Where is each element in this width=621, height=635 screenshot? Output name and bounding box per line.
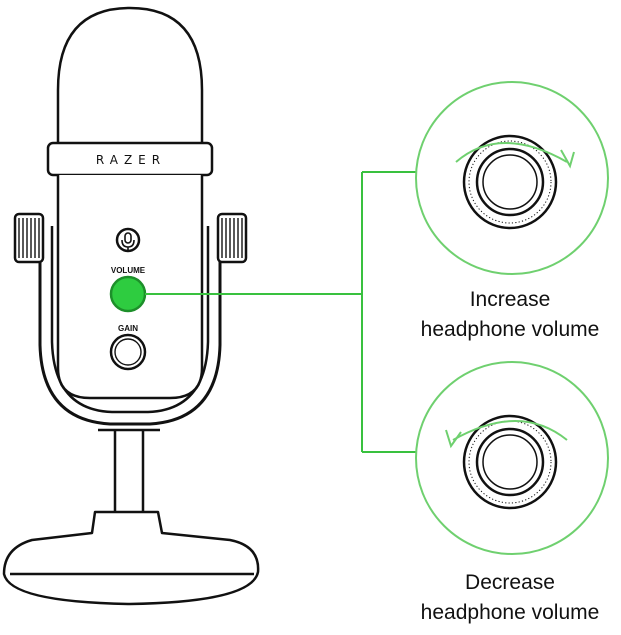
volume-label: VOLUME — [111, 266, 146, 275]
increase-caption-line1: Increase — [469, 288, 551, 311]
mic-head-grille — [56, 6, 204, 147]
mic-stand-neck — [113, 430, 145, 512]
decrease-caption-line1: Decrease — [465, 571, 555, 594]
left-side-knob — [13, 212, 45, 264]
knob-inner-ring — [475, 427, 545, 497]
microphone-illustration — [2, 6, 260, 606]
decrease-volume-callout — [415, 361, 609, 555]
knob-inner-ring — [475, 147, 545, 217]
brand-logo-text: RAZER — [96, 153, 166, 167]
mic-yoke — [38, 222, 222, 426]
increase-caption: Increase headphone volume — [380, 285, 621, 345]
mute-button[interactable] — [115, 227, 141, 253]
gain-label: GAIN — [118, 324, 138, 333]
decrease-caption: Decrease headphone volume — [380, 568, 621, 628]
clockwise-arrow-icon — [455, 142, 568, 163]
gain-knob[interactable] — [109, 333, 147, 371]
mic-base — [2, 510, 260, 606]
callout-connector — [145, 171, 418, 453]
increase-caption-line2: headphone volume — [420, 318, 600, 341]
volume-knob[interactable] — [109, 275, 147, 313]
microphone-mute-icon — [121, 232, 135, 250]
counterclockwise-arrow-icon — [452, 420, 568, 441]
right-side-knob — [216, 212, 248, 264]
increase-volume-callout — [415, 81, 609, 275]
decrease-caption-line2: headphone volume — [420, 601, 600, 624]
